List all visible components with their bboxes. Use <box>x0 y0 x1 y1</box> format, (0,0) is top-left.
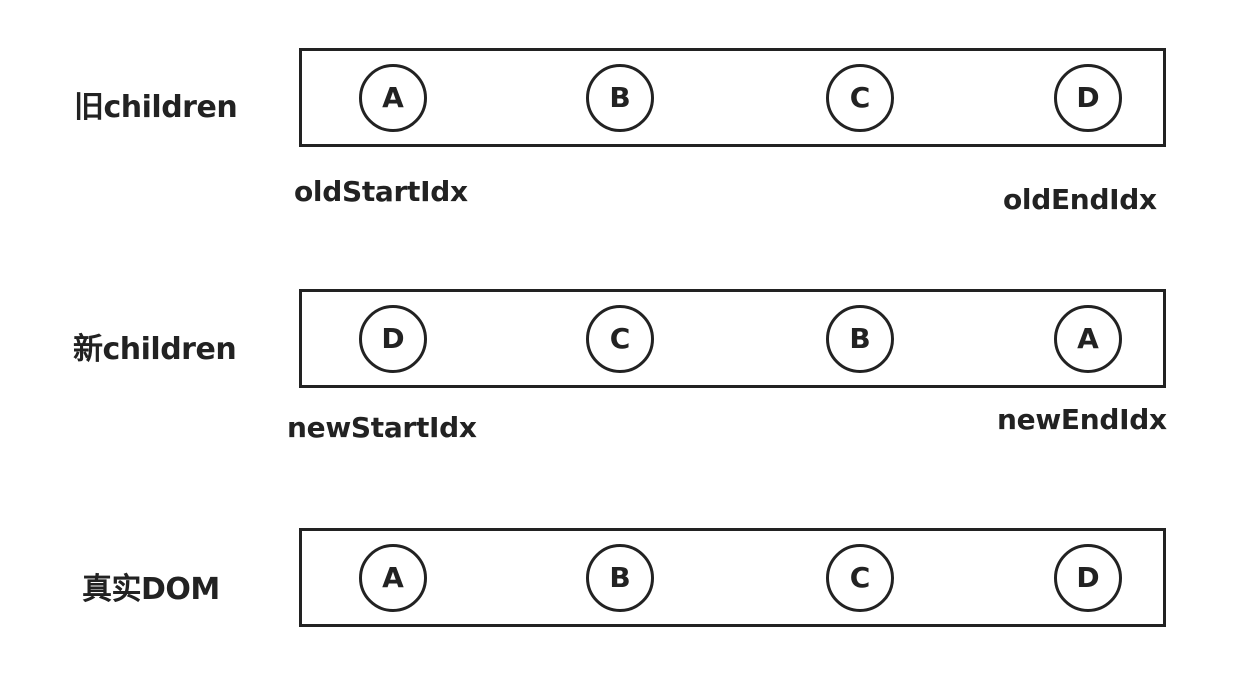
dom-node-1: A <box>359 544 427 612</box>
old-node-2: B <box>586 64 654 132</box>
new-node-3: B <box>826 305 894 373</box>
new-node-4: A <box>1054 305 1122 373</box>
new-end-idx-label: newEndIdx <box>997 403 1167 436</box>
old-node-3: C <box>826 64 894 132</box>
old-start-idx-label: oldStartIdx <box>294 175 468 208</box>
old-node-1: A <box>359 64 427 132</box>
real-dom-label: 真实DOM <box>82 572 220 607</box>
new-children-label: 新children <box>73 332 237 367</box>
new-node-1: D <box>359 305 427 373</box>
dom-node-3: C <box>826 544 894 612</box>
new-start-idx-label: newStartIdx <box>287 411 477 444</box>
old-children-label: 旧children <box>74 90 238 125</box>
real-dom-box: A B C D <box>299 528 1166 627</box>
dom-node-4: D <box>1054 544 1122 612</box>
old-end-idx-label: oldEndIdx <box>1003 183 1157 216</box>
new-node-2: C <box>586 305 654 373</box>
dom-node-2: B <box>586 544 654 612</box>
old-children-box: A B C D <box>299 48 1166 147</box>
old-node-4: D <box>1054 64 1122 132</box>
new-children-box: D C B A <box>299 289 1166 388</box>
